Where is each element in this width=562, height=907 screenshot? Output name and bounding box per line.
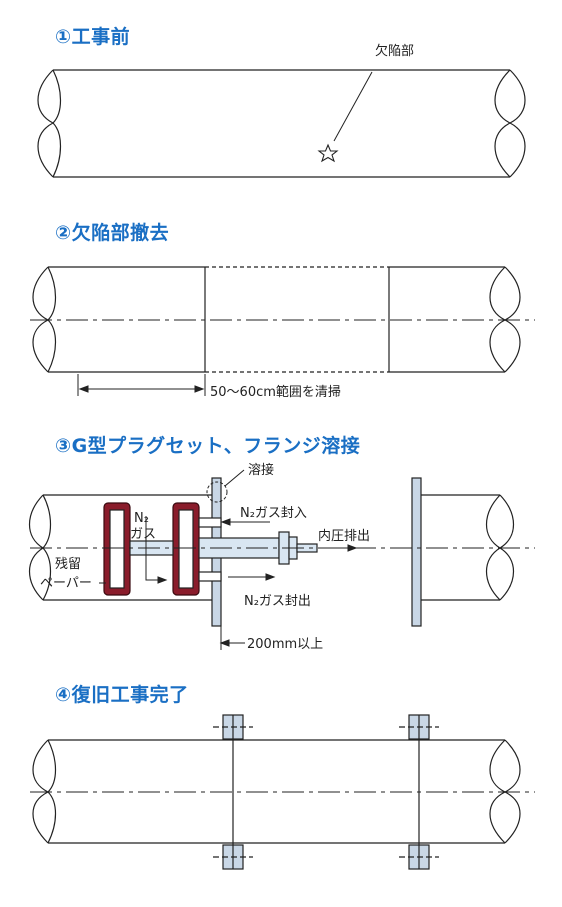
step2-title: ②欠陥部撤去 bbox=[55, 222, 170, 244]
step4-title: ④復旧工事完了 bbox=[55, 684, 189, 706]
step1-title: ①工事前 bbox=[55, 26, 131, 48]
n2-inlet-nozzle bbox=[198, 517, 222, 528]
n2-inlet-label: N₂ガス封入 bbox=[240, 506, 307, 521]
step3-title: ③G型プラグセット、フランジ溶接 bbox=[55, 435, 361, 457]
weld-detail-circle bbox=[206, 481, 228, 503]
g-plug-left bbox=[103, 502, 131, 596]
defect-leader bbox=[333, 71, 373, 142]
n2-outlet-nozzle bbox=[198, 571, 222, 582]
weld-label: 溶接 bbox=[248, 462, 274, 478]
flange-right-step4 bbox=[399, 714, 439, 870]
n2-seal-label: N₂ガス封出 bbox=[244, 594, 311, 609]
step4-pipe bbox=[32, 739, 521, 844]
min-distance-label: 200mm以上 bbox=[247, 637, 323, 652]
flange-left-step4 bbox=[213, 714, 253, 870]
step3-right-pipe bbox=[411, 477, 514, 627]
n2-gas-label-1: N₂ bbox=[134, 511, 149, 526]
residue-label-1: 残留 bbox=[55, 557, 81, 572]
n2-gas-label-2: ガス bbox=[130, 527, 156, 542]
g-plug-right bbox=[172, 502, 200, 596]
defect-label: 欠陥部 bbox=[375, 43, 414, 59]
defect-star-icon bbox=[317, 143, 339, 163]
step1-pipe bbox=[37, 69, 526, 178]
removal-range-label: 50～60cm範囲を清掃 bbox=[210, 384, 341, 400]
step2-removed-section bbox=[205, 266, 389, 373]
removal-dimension bbox=[77, 374, 206, 396]
internal-pressure-label: 内圧排出 bbox=[318, 528, 370, 544]
residue-label-2: ペーパー bbox=[40, 576, 92, 591]
